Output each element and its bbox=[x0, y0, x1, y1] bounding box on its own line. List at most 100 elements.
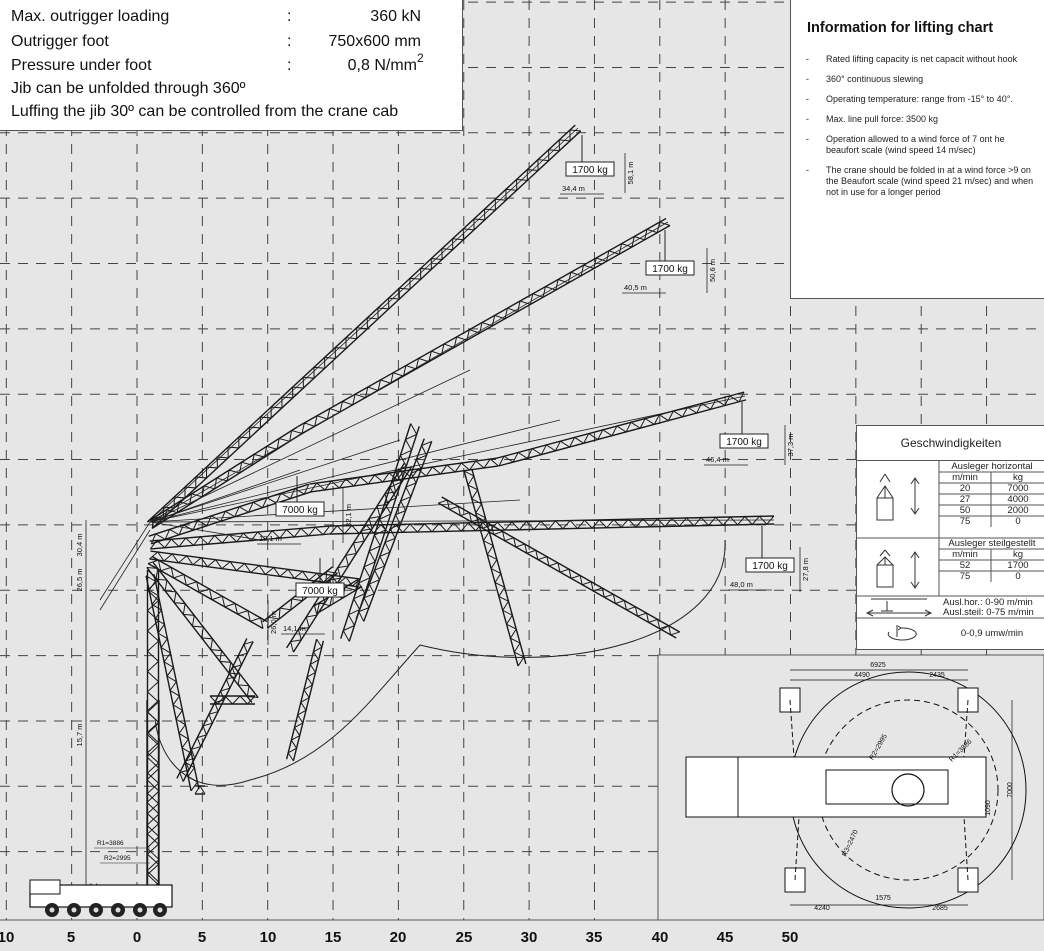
load-box bbox=[719, 433, 769, 449]
cable bbox=[149, 369, 471, 523]
cable bbox=[149, 469, 301, 523]
truck-hub bbox=[137, 907, 143, 913]
speeds-col-header: m/min bbox=[952, 549, 978, 560]
info-item: -Operating temperature: range from -15° … bbox=[806, 94, 1013, 104]
height-text: 32,1 m bbox=[344, 504, 353, 527]
spec-label: Pressure under foot bbox=[11, 57, 152, 74]
mast-radius-text: R1=3886 bbox=[97, 840, 124, 847]
cable bbox=[149, 519, 775, 523]
info-item: -Max. line pull force: 3500 kg bbox=[806, 114, 939, 124]
x-axis-tick-label: 30 bbox=[520, 929, 538, 946]
speeds-table-lines bbox=[857, 460, 1044, 641]
speeds-cell: 0 bbox=[1015, 571, 1021, 582]
mast-radius-text: R2=2995 bbox=[104, 855, 131, 862]
cable bbox=[99, 529, 151, 611]
x-axis-tick-label: 15 bbox=[324, 929, 342, 946]
info-panel: Information for lifting chart -Rated lif… bbox=[790, 0, 1044, 299]
info-item: -360° continuous slewing bbox=[806, 74, 924, 84]
outrigger-beam bbox=[794, 816, 800, 881]
speeds-trolley: Ausl.steil: 0-75 m/min bbox=[943, 607, 1034, 618]
dimension-text: 2685 bbox=[932, 905, 948, 912]
x-axis-tick-label: 35 bbox=[585, 929, 603, 946]
x-axis-tick-label: 10 bbox=[259, 929, 277, 946]
crane-cables bbox=[99, 127, 775, 611]
truck-hub bbox=[157, 907, 163, 913]
spec-label: Max. outrigger loading bbox=[11, 8, 170, 25]
jib-section bbox=[496, 391, 747, 467]
hoist-icon bbox=[876, 549, 920, 589]
x-axis-tick-label: 25 bbox=[455, 929, 473, 946]
load-box bbox=[275, 501, 325, 517]
x-axis-tick-label: 40 bbox=[651, 929, 669, 946]
radius-text: 46,4 m bbox=[706, 455, 729, 464]
jib-section bbox=[145, 574, 200, 792]
x-axis-tick-label: 50 bbox=[781, 929, 799, 946]
dimension-text: 7000 bbox=[1007, 782, 1014, 798]
range-curve bbox=[154, 539, 726, 786]
speeds-cell: 75 bbox=[959, 516, 971, 527]
carrier-cab-outline bbox=[685, 756, 739, 818]
info-item-text: Rated lifting capacity is net capacit wi… bbox=[826, 54, 1018, 64]
spec-colon: : bbox=[287, 8, 292, 25]
x-axis-tick-label: 0 bbox=[132, 929, 142, 946]
info-item-text: Operating temperature: range from -15° t… bbox=[826, 94, 1013, 104]
spec-value-sup: 2 bbox=[417, 51, 424, 65]
spec-label: Outrigger foot bbox=[11, 33, 109, 50]
cable bbox=[149, 439, 401, 523]
info-item: -Rated lifting capacity is net capacit w… bbox=[806, 54, 1018, 64]
dimension-text: 4240 bbox=[814, 905, 830, 912]
carrier-truck bbox=[29, 879, 173, 917]
mast-height-text: 30,4 m bbox=[75, 534, 84, 557]
slew-ring bbox=[891, 773, 925, 807]
jib-section bbox=[147, 555, 268, 630]
slew-icon bbox=[887, 625, 917, 641]
x-axis-tick-label: 10 bbox=[0, 929, 15, 946]
load-box bbox=[295, 582, 345, 598]
spec-value-text: 0,8 N/mm bbox=[347, 57, 417, 74]
jib-folded-section bbox=[437, 496, 681, 639]
load-box bbox=[565, 161, 615, 177]
load-kg-text: 1700 kg bbox=[652, 264, 688, 275]
dimension-text: 4490 bbox=[854, 672, 870, 679]
x-axis-tick-label: 5 bbox=[197, 929, 207, 946]
jib-section bbox=[149, 525, 331, 550]
cable bbox=[149, 499, 521, 523]
info-item-text: The crane should be folded in at a wind … bbox=[826, 165, 1034, 197]
info-item: -The crane should be folded in at a wind… bbox=[806, 165, 1034, 197]
dimension-text: 6925 bbox=[870, 662, 886, 669]
truck-cab bbox=[29, 879, 61, 895]
info-item: -Operation allowed to a wind force of 7 … bbox=[806, 134, 1005, 155]
load-kg-text: 7000 kg bbox=[282, 505, 318, 516]
radius-text: 34,4 m bbox=[562, 184, 585, 193]
speeds-cell: 0 bbox=[1015, 516, 1021, 527]
speeds-cell: 75 bbox=[959, 571, 971, 582]
mast-height-text: 26,5 m bbox=[75, 569, 84, 592]
spec-value: 360 kN bbox=[370, 8, 421, 25]
radius-text: 40,5 m bbox=[624, 283, 647, 292]
speeds-cell: 20 bbox=[959, 483, 971, 494]
x-axis-tick-label: 45 bbox=[716, 929, 734, 946]
x-axis-tick-label: 5 bbox=[66, 929, 76, 946]
jib-section bbox=[194, 785, 206, 795]
speeds-trolley: Ausl.hor.: 0-90 m/min bbox=[943, 597, 1033, 608]
specs-panel: Max. outrigger loading : 360 kN Outrigge… bbox=[0, 0, 463, 131]
speeds-horizontal-heading: Ausleger horizontal bbox=[951, 461, 1033, 472]
outrigger-beam bbox=[963, 699, 969, 758]
spec-note: Luffing the jib 30º can be controlled fr… bbox=[11, 103, 399, 120]
speeds-cell: 50 bbox=[959, 505, 971, 516]
speeds-title: Geschwindigkeiten bbox=[857, 426, 1044, 461]
jib-folded-section bbox=[176, 638, 254, 782]
truck-hub bbox=[49, 907, 55, 913]
info-title: Information for lifting chart bbox=[807, 20, 994, 36]
dimension-text: 1090 bbox=[985, 800, 992, 816]
speeds-table: Geschwindigkeiten bbox=[856, 425, 1044, 650]
spec-value: 750x600 mm bbox=[328, 33, 422, 50]
outrigger-beam bbox=[963, 816, 969, 881]
